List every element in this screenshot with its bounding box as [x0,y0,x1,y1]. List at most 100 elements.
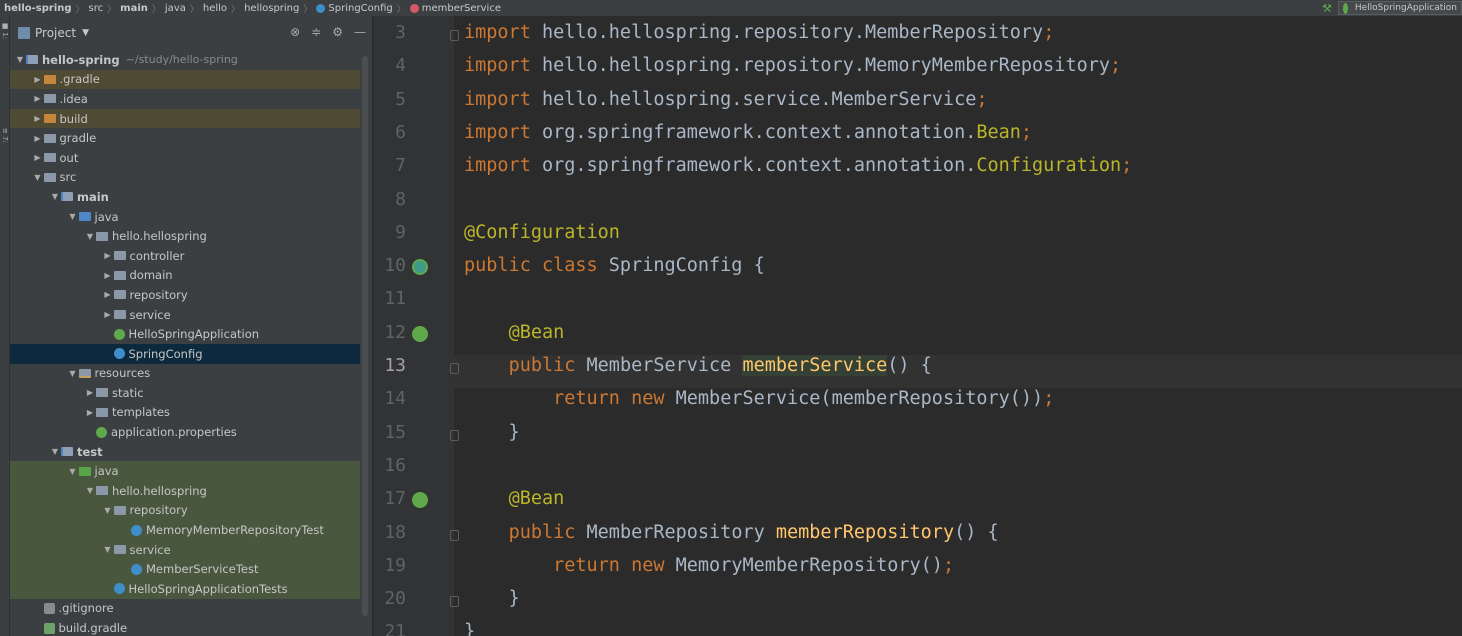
breadcrumb-item[interactable]: src [85,3,108,14]
expand-arrow-right-icon[interactable]: ▶ [34,94,41,104]
tree-item[interactable]: ▶.idea [10,89,360,109]
line-number: 16 [384,454,406,476]
expand-arrow-right-icon[interactable]: ▶ [86,388,94,398]
gear-icon[interactable]: ⚙ [332,25,343,39]
tree-item[interactable]: ▼service [10,539,360,560]
tree-item[interactable]: ▶out [10,148,360,168]
breadcrumb-item[interactable]: hello-spring [0,3,76,14]
tree-item[interactable]: ▶templates [10,403,360,423]
locate-file-icon[interactable]: ⊗ [290,25,301,39]
code-token: public class [464,255,598,277]
expand-arrow-right-icon[interactable]: ▶ [34,74,41,84]
expand-arrow-right-icon[interactable]: ▶ [104,270,111,280]
breadcrumb-item[interactable]: hellospring [240,3,303,14]
code-line: @Bean [464,488,565,509]
expand-arrow-right-icon[interactable]: ▶ [34,114,41,124]
spring-run-gutter-icon[interactable] [412,259,428,276]
breadcrumb-item[interactable]: SpringConfig [312,3,396,14]
line-number: 12 [384,321,406,343]
tree-item[interactable]: ▶.gradle [10,69,360,90]
tree-item[interactable]: HelloSpringApplication [10,324,360,344]
tree-item[interactable]: SpringConfig [10,343,360,364]
breadcrumb-item[interactable]: main [116,3,152,14]
tree-item[interactable]: ▶domain [10,266,360,286]
build-hammer-icon[interactable]: ⚒ [1322,1,1332,15]
fold-marker-icon[interactable] [450,596,459,608]
fold-marker-icon[interactable] [450,529,459,541]
tree-item[interactable]: ▶gradle [10,128,360,148]
tree-item[interactable]: ▼test [10,442,360,462]
code-token: MemberService(memberRepository()) [664,388,1044,410]
breadcrumb-label: java [164,2,186,14]
expand-arrow-right-icon[interactable]: ▶ [34,133,41,143]
breadcrumb-item[interactable]: hello [199,3,231,14]
folder-icon [43,153,56,163]
line-number: 15 [384,421,406,443]
fold-marker-icon[interactable] [450,363,459,374]
expand-arrow-down-icon[interactable]: ▼ [104,545,111,555]
minimize-icon[interactable]: — [354,25,366,39]
collapse-all-icon[interactable]: ≑ [311,25,322,39]
code-token: ; [1043,22,1055,43]
folder-icon [43,94,56,104]
expand-arrow-down-icon[interactable]: ▼ [69,466,76,476]
folder-icon [96,388,108,398]
tree-item[interactable]: ▶service [10,305,360,325]
tree-item[interactable]: ▶repository [10,285,360,305]
expand-arrow-down-icon[interactable]: ▼ [69,368,76,378]
java-class-icon [113,348,125,360]
expand-arrow-down-icon[interactable]: ▼ [86,486,94,496]
breadcrumb-item[interactable]: memberService [406,3,505,14]
fold-marker-icon[interactable] [450,30,459,41]
expand-arrow-down-icon[interactable]: ▼ [51,447,59,457]
expand-arrow-right-icon[interactable]: ▶ [104,310,111,320]
code-line: import org.springframework.context.annot… [464,122,1032,143]
expand-arrow-down-icon[interactable]: ▼ [51,192,59,202]
tree-item[interactable]: ▼hello.hellospring [10,226,360,246]
tree-item[interactable]: build.gradle [10,618,360,636]
breadcrumb-item[interactable]: java [161,3,190,14]
java-class-icon [131,563,142,575]
tree-item[interactable]: ▼main [10,187,360,207]
spring-bean-gutter-icon[interactable] [412,325,428,342]
expand-arrow-right-icon[interactable]: ▶ [104,290,111,300]
expand-arrow-down-icon[interactable]: ▼ [104,505,111,515]
project-view-selector[interactable]: Project [35,26,77,40]
tree-item[interactable]: MemberServiceTest [10,559,360,580]
fold-marker-icon[interactable] [450,429,459,441]
tree-item[interactable]: ▼java [10,207,360,227]
chevron-right-icon: 〉 [396,4,406,15]
run-configuration-selector[interactable]: HelloSpringApplication [1338,1,1462,15]
tree-item[interactable]: ▶controller [10,246,360,266]
project-tool-tab[interactable]: ■ 1: [1,22,9,40]
expand-arrow-down-icon[interactable]: ▼ [34,172,41,182]
chevron-right-icon: 〉 [151,4,161,15]
tree-item[interactable]: MemoryMemberRepositoryTest [10,520,360,540]
tree-item[interactable]: ▼hello.hellospring [10,481,360,501]
tree-item[interactable]: ▼src [10,168,360,188]
tree-item[interactable]: application.properties [10,422,360,442]
tree-item[interactable]: HelloSpringApplicationTests [10,579,360,599]
tree-item[interactable]: ▼java [10,461,360,482]
line-number: 19 [384,554,406,576]
expand-arrow-down-icon[interactable]: ▼ [16,55,24,65]
tree-item[interactable]: ▼hello-spring~/study/hello-spring [10,50,360,70]
expand-arrow-right-icon[interactable]: ▶ [104,251,111,261]
spring-bean-gutter-icon[interactable] [412,492,428,509]
tree-item[interactable]: ▶static [10,383,360,403]
expand-arrow-right-icon[interactable]: ▶ [34,153,41,163]
expand-arrow-down-icon[interactable]: ▼ [69,212,76,222]
folder-icon [113,505,126,515]
expand-arrow-down-icon[interactable]: ▼ [86,231,94,241]
tree-item[interactable]: ▼resources [10,364,360,384]
code-token: Bean [976,121,1021,143]
expand-arrow-right-icon[interactable]: ▶ [86,407,94,417]
tree-item[interactable]: .gitignore [10,599,360,619]
tree-item[interactable]: ▼repository [10,500,360,521]
structure-tool-tab[interactable]: ≡ 7: [1,128,9,143]
project-scrollbar[interactable] [362,56,368,616]
chevron-down-icon[interactable]: ▼ [82,28,89,38]
tree-item[interactable]: ▶build [10,108,360,129]
